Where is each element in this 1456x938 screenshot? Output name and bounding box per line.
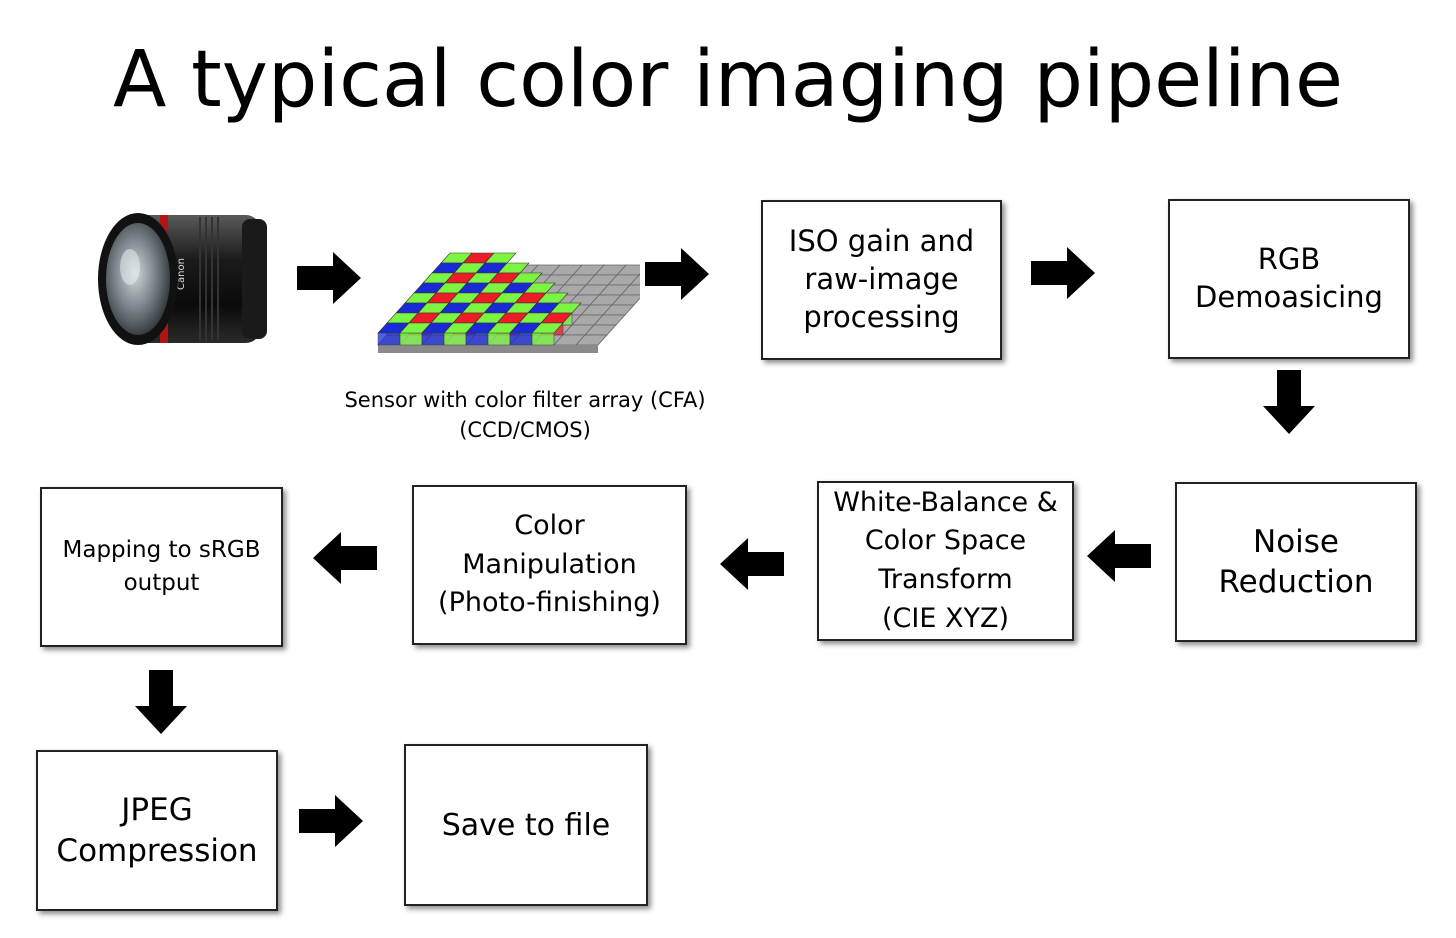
box-line: Noise: [1253, 523, 1339, 560]
box-line: RGB: [1257, 242, 1321, 277]
srgb-mapping-box: Mapping to sRGB output: [40, 487, 283, 647]
cfa-cell-face: [531, 332, 555, 346]
box-line: White-Balance &: [833, 486, 1058, 518]
box-line: JPEG: [121, 792, 193, 829]
box-line: Manipulation: [462, 548, 637, 580]
demosaicing-box: RGB Demoasicing: [1168, 199, 1410, 359]
save-to-file-box: Save to file: [404, 744, 648, 906]
box-line: Compression: [56, 832, 258, 869]
arrow-down-icon: [1263, 370, 1315, 434]
arrow-right-icon: [297, 252, 361, 304]
color-manipulation-box: Color Manipulation (Photo-finishing): [412, 485, 687, 645]
box-line: Save to file: [441, 807, 611, 843]
box-line: processing: [803, 299, 960, 334]
arrow-right-icon: [1031, 247, 1095, 299]
cfa-cell: [531, 322, 564, 334]
iso-gain-box: ISO gain and raw-image processing: [761, 200, 1002, 360]
white-balance-box: White-Balance & Color Space Transform (C…: [817, 481, 1074, 641]
jpeg-compression-box: JPEG Compression: [36, 750, 278, 911]
box-line: (CIE XYZ): [881, 602, 1009, 634]
arrow-left-icon: [720, 538, 784, 590]
lens-brand-label: Canon: [176, 258, 187, 290]
cfa-cell-face: [421, 332, 445, 346]
sensor-caption-line: Sensor with color filter array (CFA): [344, 388, 706, 412]
box-line: (Photo-finishing): [438, 587, 661, 619]
bayer-filter-icon: [377, 252, 640, 353]
sensor-caption-line: (CCD/CMOS): [459, 418, 591, 442]
cfa-cell-face: [487, 332, 511, 346]
arrow-down-icon: [135, 670, 187, 734]
box-line: Demoasicing: [1195, 280, 1383, 314]
arrow-left-icon: [1087, 530, 1151, 582]
box-line: output: [123, 570, 200, 596]
cfa-cell-face: [509, 332, 533, 346]
box-line: raw-image: [804, 262, 959, 297]
arrow-left-icon: [313, 532, 377, 584]
noise-reduction-box: Noise Reduction: [1175, 482, 1417, 642]
arrow-right-icon: [645, 248, 709, 300]
box-line: Color: [514, 510, 585, 542]
box-line: Reduction: [1218, 564, 1374, 600]
sensor-cell: [629, 274, 640, 286]
box-line: ISO gain and: [788, 224, 975, 259]
sensor-caption: Sensor with color filter array (CFA) (CC…: [305, 385, 745, 445]
sensor-edge: [378, 345, 598, 353]
camera-lens-icon: Canon: [98, 213, 267, 345]
box-line: Color Space: [864, 525, 1027, 557]
arrow-right-icon: [299, 795, 363, 847]
cfa-cell-face: [443, 332, 467, 346]
cfa-cell-face: [377, 332, 401, 346]
box-line: Transform: [878, 564, 1013, 595]
box-line: Mapping to sRGB: [62, 537, 261, 564]
page-title: A typical color imaging pipeline: [113, 35, 1343, 125]
cfa-cell-face: [399, 332, 423, 346]
cfa-cell-face: [465, 332, 489, 346]
